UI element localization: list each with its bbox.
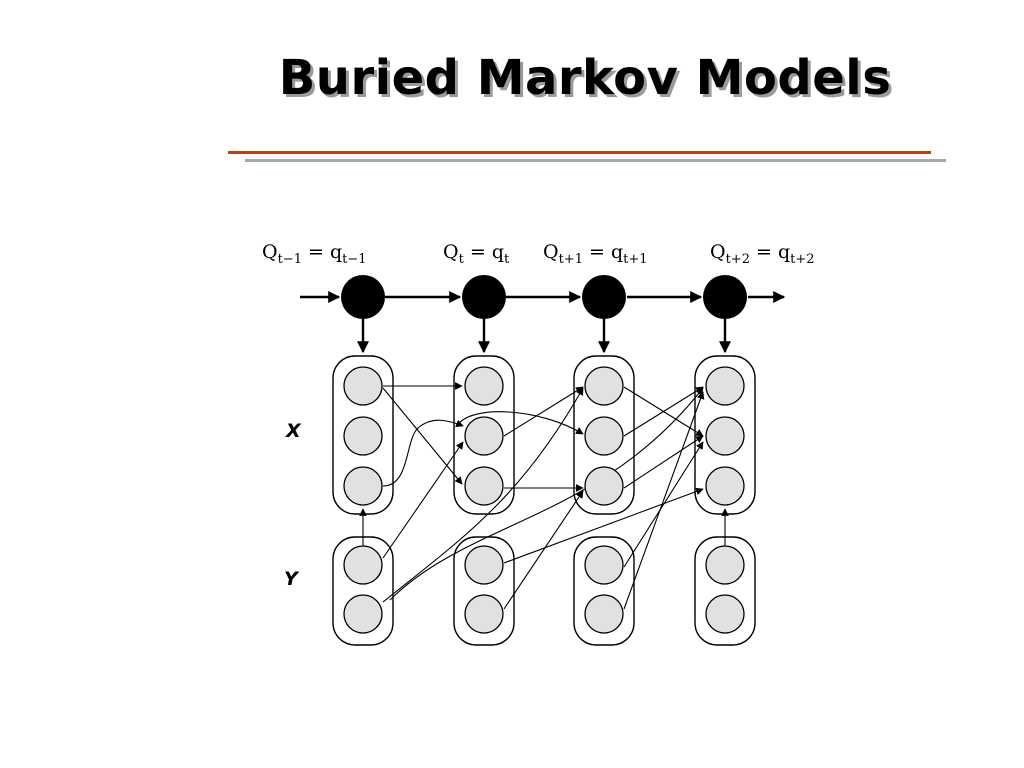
y-node-t-plus-2-2 [705, 594, 745, 634]
y-node-t-2 [464, 594, 504, 634]
y-group-t-plus-1 [573, 536, 635, 646]
y-node-t-minus-1-2 [343, 594, 383, 634]
svg-text:Qt−1 = qt−1: Qt−1 = qt−1 [262, 241, 367, 267]
x-node-t-plus-2-2 [705, 416, 745, 456]
x-node-t-plus-2-1 [705, 366, 745, 406]
x-node-t-1 [464, 366, 504, 406]
x-group-containers [332, 355, 756, 515]
state-to-observation-edges [357, 318, 731, 354]
y-node-t-minus-1-1 [343, 545, 383, 585]
row-label-y: Y [284, 568, 300, 590]
x-node-t-plus-1-1 [584, 366, 624, 406]
state-node-q-t-plus-2 [703, 275, 747, 319]
y-node-t-plus-1-1 [584, 545, 624, 585]
x-node-t-plus-2-3 [705, 466, 745, 506]
x-observation-nodes [343, 366, 745, 506]
x-node-t-minus-1-1 [343, 366, 383, 406]
y-group-t [453, 536, 515, 646]
svg-text:Qt+1 = qt+1: Qt+1 = qt+1 [543, 241, 648, 267]
x-node-t-plus-1-2 [584, 416, 624, 456]
slide-title: Buried Markov Models [278, 50, 892, 106]
state-label-t-minus-1: Qt−1 = qt−1 [262, 241, 367, 267]
state-node-q-t [462, 275, 506, 319]
state-label-t: Qt = qt [443, 241, 510, 267]
y-node-t-plus-1-2 [584, 594, 624, 634]
state-node-q-t-plus-1 [582, 275, 626, 319]
y-node-t-1 [464, 545, 504, 585]
state-label-t-plus-1: Qt+1 = qt+1 [543, 241, 648, 267]
x-node-t-minus-1-3 [343, 466, 383, 506]
x-node-t-2 [464, 416, 504, 456]
x-group-t-plus-1 [573, 355, 635, 515]
dependency-edges [359, 382, 729, 610]
x-group-t [453, 355, 515, 515]
x-node-t-3 [464, 466, 504, 506]
title-underline-gray [245, 159, 946, 162]
hidden-state-nodes [341, 275, 747, 319]
x-node-t-plus-1-3 [584, 466, 624, 506]
y-observation-nodes [343, 545, 745, 634]
svg-text:Qt+2 = qt+2: Qt+2 = qt+2 [710, 241, 815, 267]
x-node-t-minus-1-2 [343, 416, 383, 456]
state-node-q-t-minus-1 [341, 275, 385, 319]
title-underline-red [228, 151, 931, 154]
row-label-x: X [285, 420, 302, 442]
svg-text:Qt = qt: Qt = qt [443, 241, 510, 267]
state-label-t-plus-2: Qt+2 = qt+2 [710, 241, 815, 267]
y-node-t-plus-2-1 [705, 545, 745, 585]
